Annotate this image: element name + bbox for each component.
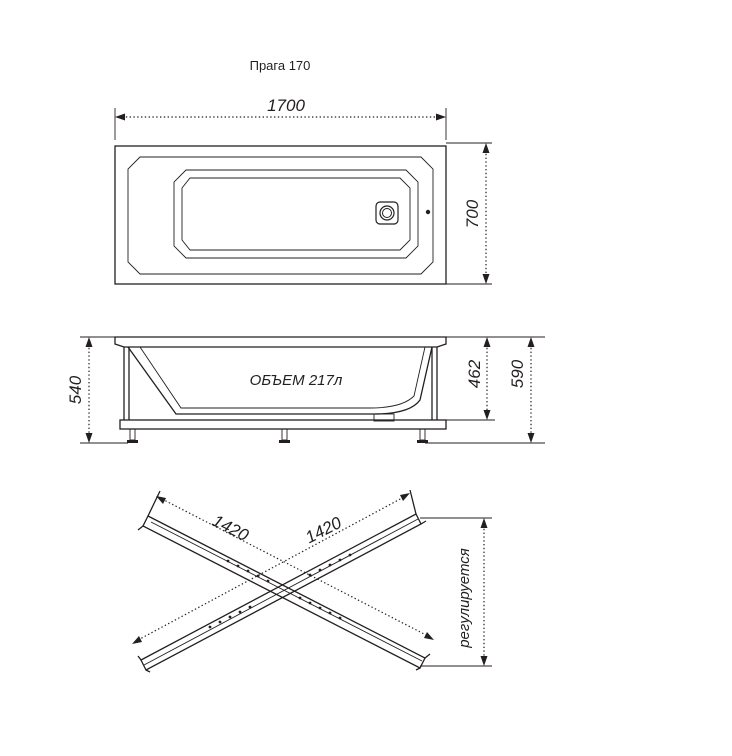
drain-outlet (373, 413, 395, 422)
diag-a-label: 1420 (209, 511, 252, 545)
frame-view: 1420 1420 регулируется (132, 489, 492, 673)
frame-beam-b (137, 489, 427, 673)
height-right-dimension-line (425, 337, 545, 444)
frame-beam-holes (208, 553, 352, 629)
frame-beam-a (137, 490, 431, 671)
width-dimension-line (446, 142, 492, 285)
adjustable-feet (127, 428, 428, 443)
diag-b-label: 1420 (302, 513, 345, 547)
length-label: 1700 (267, 96, 305, 115)
length-dimension-line (114, 108, 447, 140)
height-left-label: 540 (66, 375, 85, 404)
width-label: 700 (463, 199, 482, 228)
diag-b-dimension-line (132, 493, 410, 644)
drain-icon (375, 201, 399, 225)
adjustable-label: регулируется (456, 548, 473, 649)
tub-basin-outer (173, 169, 419, 259)
tub-rim-outline (114, 145, 447, 285)
volume-label: ОБЪЕМ 217л (250, 372, 343, 389)
drawing-title: Прага 170 (250, 58, 311, 73)
tub-inner-rim (127, 156, 434, 275)
support-frame-bar (119, 419, 447, 430)
tub-basin-inner-profile (139, 346, 426, 409)
tub-basin-inner (181, 177, 411, 251)
height-left-dimension-line (80, 336, 128, 444)
overflow-icon (425, 209, 431, 215)
height-right-label: 590 (508, 359, 527, 388)
side-view: ОБЪЕМ 217л 540 462 590 (66, 336, 545, 444)
tub-rim-side (114, 336, 447, 348)
adjustable-dimension-line (420, 517, 492, 667)
height-inner-dimension-line (446, 336, 545, 421)
top-view: 1700 700 (114, 96, 492, 285)
diag-a-dimension-line (156, 496, 434, 640)
height-inner-label: 462 (465, 359, 484, 388)
